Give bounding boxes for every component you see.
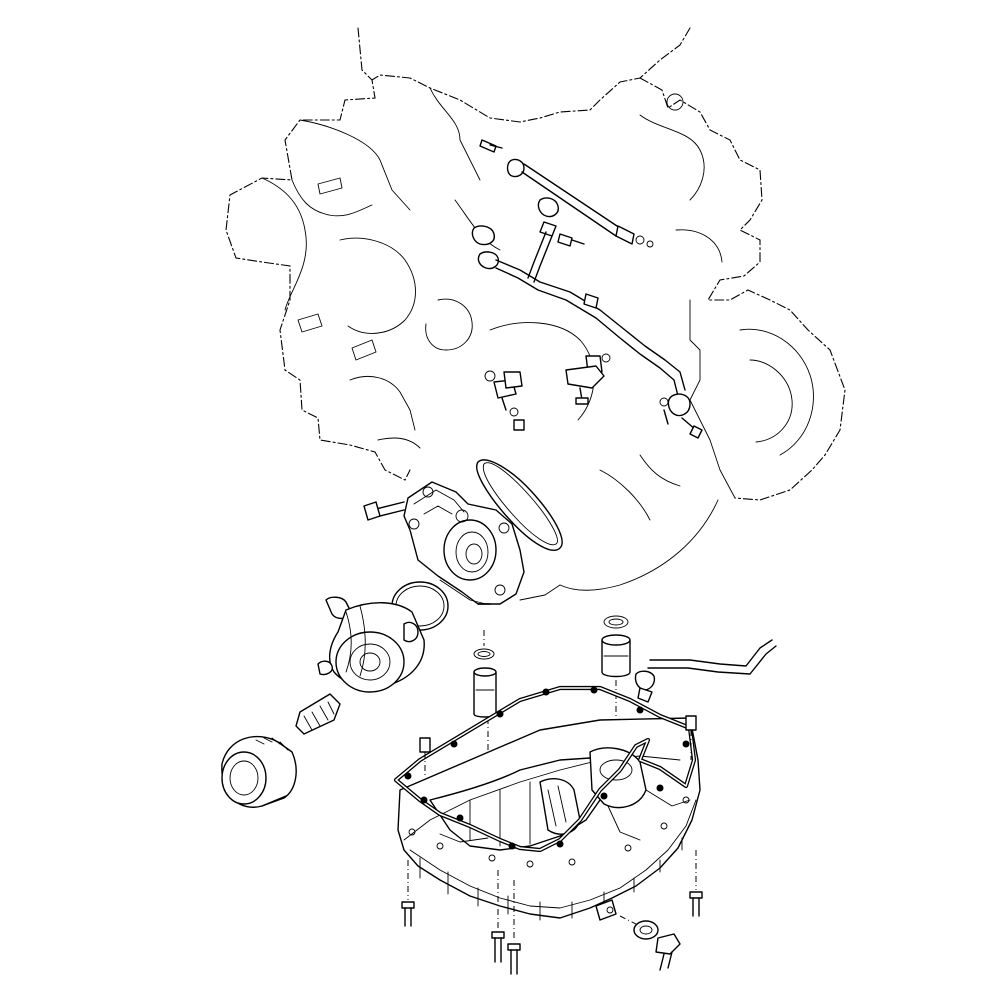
oil-pan — [397, 717, 701, 921]
oil-cooler — [295, 581, 449, 735]
oil-filter — [221, 735, 297, 808]
oil-pipe-assembly — [471, 139, 703, 439]
oil-pan-gasket — [393, 685, 697, 853]
pump-housing — [363, 481, 525, 605]
large-o-ring — [476, 459, 563, 551]
pan-bolts — [401, 715, 703, 975]
sensor-parts — [484, 353, 611, 431]
engine-block-outline — [225, 27, 846, 601]
